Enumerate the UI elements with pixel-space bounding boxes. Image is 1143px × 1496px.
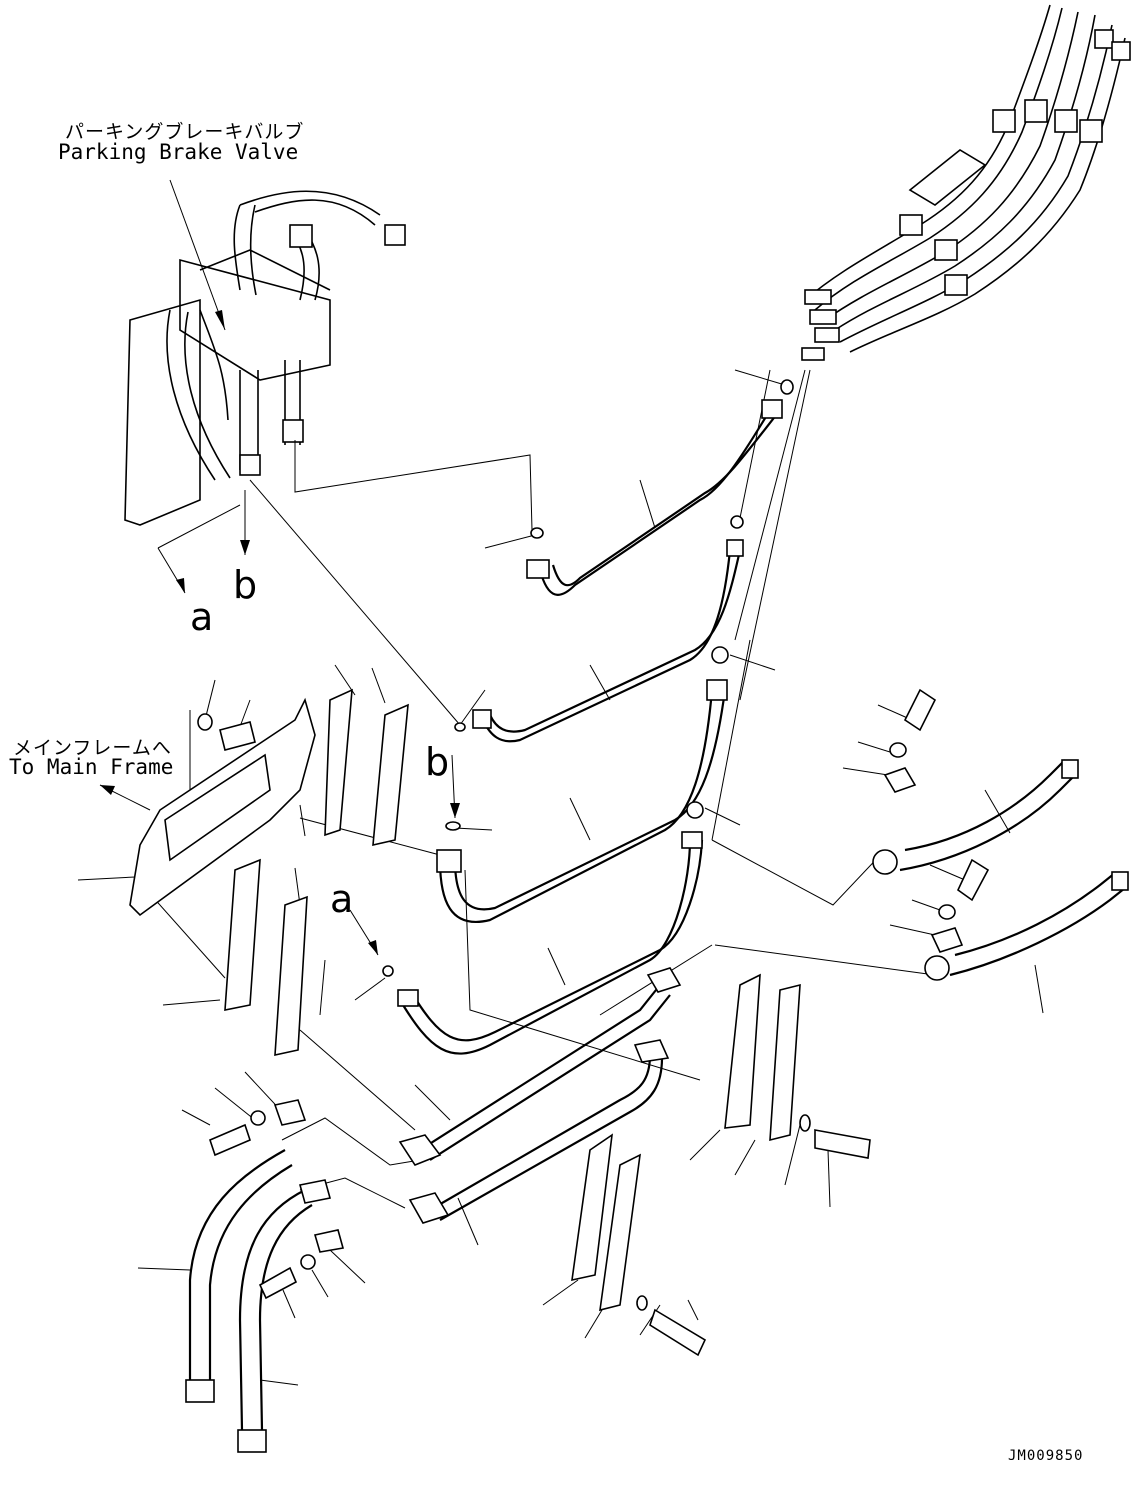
- tube-nut: [397, 989, 419, 1007]
- tube-flange: [646, 967, 682, 993]
- hose-end: [289, 224, 313, 248]
- flange-fitting: [924, 955, 950, 981]
- hose-fitting: [1061, 759, 1079, 779]
- hose-fitting: [814, 327, 840, 343]
- bolt: [219, 721, 256, 751]
- o-ring: [780, 379, 794, 395]
- clamp-brackets: [224, 688, 801, 1312]
- hose-fitting: [809, 309, 837, 325]
- bolt: [258, 1266, 298, 1300]
- bolt: [956, 858, 990, 902]
- o-rings: [382, 379, 794, 977]
- leader-lines: [77, 179, 1044, 1386]
- tube-flange: [398, 1134, 442, 1166]
- tube-nut: [681, 831, 703, 849]
- washer: [300, 1254, 316, 1270]
- o-ring: [454, 722, 466, 732]
- hose-clamp: [944, 274, 968, 296]
- tube-nut: [436, 849, 462, 873]
- o-ring: [382, 965, 394, 977]
- washer: [250, 1110, 266, 1126]
- o-ring: [530, 527, 544, 539]
- reference-label-b: b: [233, 563, 258, 607]
- clamp-half: [930, 927, 964, 953]
- main-frame-plate: [99, 697, 316, 917]
- reference-label-a-lower: a: [330, 877, 354, 921]
- bundle-bracket: [908, 149, 987, 206]
- tube-nut: [526, 559, 550, 579]
- bolt: [903, 688, 937, 732]
- washer: [889, 742, 907, 758]
- hose-fitting: [237, 1429, 267, 1453]
- hose-fitting: [185, 1379, 215, 1403]
- hose-fitting: [282, 419, 304, 443]
- o-ring: [686, 801, 704, 819]
- to-main-frame-label-en: To Main Frame: [9, 755, 174, 779]
- tube-nut: [472, 709, 492, 729]
- tubes: [397, 399, 783, 1224]
- drawing-code: JM009850: [1008, 1448, 1084, 1464]
- tube-nut: [706, 679, 728, 701]
- washer: [799, 1114, 811, 1132]
- right-hoses: [872, 759, 1129, 981]
- hose-fitting: [1111, 41, 1131, 61]
- hose-fitting: [801, 347, 825, 361]
- parking-brake-valve-label-en: Parking Brake Valve: [58, 140, 299, 164]
- upper-hose-bundle: [801, 4, 1131, 361]
- hose-fitting: [1111, 871, 1129, 891]
- clamp-half: [298, 1179, 332, 1204]
- tube-nut: [726, 539, 744, 557]
- hose-clamp: [899, 214, 923, 236]
- hose-fitting: [1094, 29, 1114, 49]
- fasteners: [197, 688, 990, 1357]
- parking-brake-valve-assembly: [124, 190, 406, 526]
- flange-fitting: [872, 849, 898, 875]
- valve-bracket-plate: [124, 298, 201, 526]
- lower-left-hoses: [185, 1149, 313, 1453]
- clamp-half: [313, 1229, 345, 1253]
- hose-clamp: [1079, 119, 1103, 143]
- hose-fitting: [804, 289, 832, 305]
- valve-body: [179, 258, 331, 381]
- tube-flange: [408, 1192, 450, 1224]
- tube-nut: [761, 399, 783, 419]
- o-ring: [730, 515, 744, 529]
- reference-label-a: a: [190, 595, 214, 639]
- hose-fitting: [239, 454, 261, 476]
- bolt: [209, 1123, 251, 1157]
- hose-clamp: [1024, 99, 1048, 123]
- washer: [938, 904, 956, 920]
- hose-clamp: [992, 109, 1016, 133]
- o-ring: [711, 646, 729, 664]
- hose-clamp: [934, 239, 958, 261]
- bolt: [814, 1129, 871, 1159]
- hose-clamp: [1054, 109, 1078, 133]
- parking-brake-valve-label-jp: パーキングブレーキバルブ: [65, 121, 305, 143]
- to-main-frame-label-jp: メインフレームへ: [13, 737, 172, 759]
- washer: [636, 1295, 648, 1311]
- clamp-half: [273, 1099, 307, 1126]
- clamp-half: [883, 767, 917, 793]
- washer: [197, 713, 213, 731]
- reference-label-b-lower: b: [425, 740, 450, 784]
- o-ring: [445, 821, 461, 831]
- tube-flange: [633, 1039, 670, 1063]
- bolt: [649, 1308, 707, 1357]
- hose-end: [384, 224, 406, 246]
